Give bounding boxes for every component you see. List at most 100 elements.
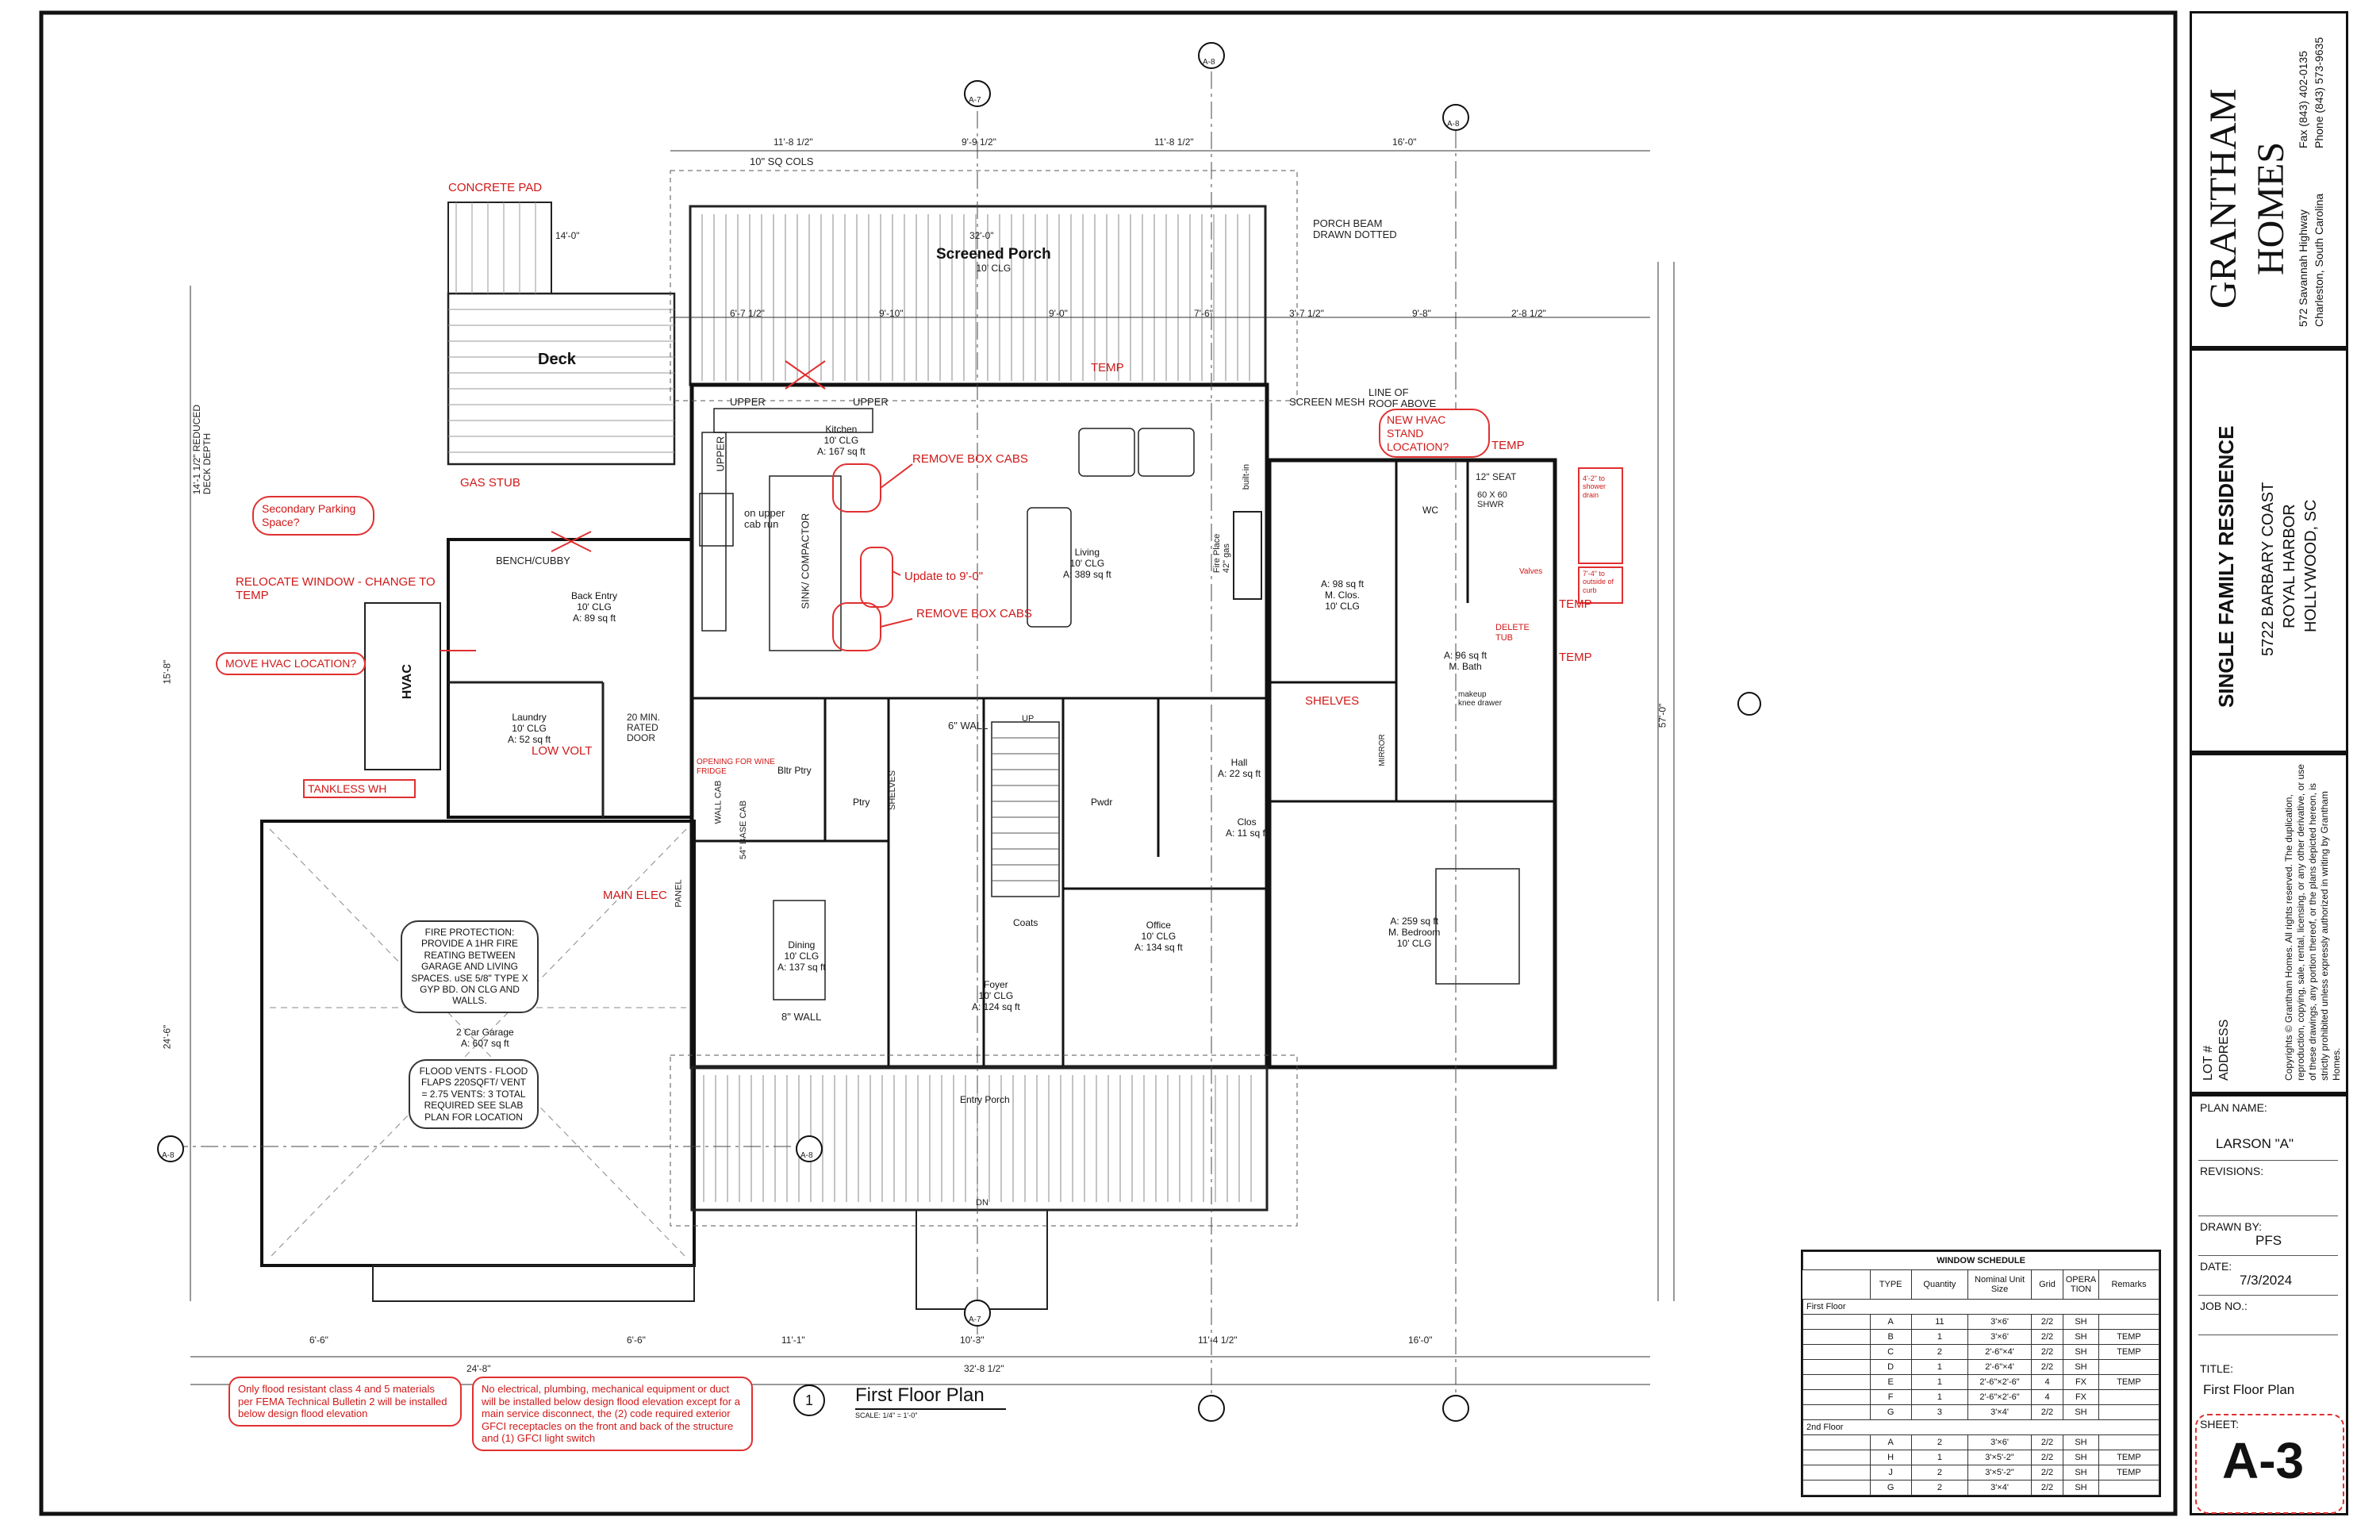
redline-temp-2: TEMP	[1491, 439, 1525, 452]
m-clos-area: A: 98 sq ft	[1321, 578, 1365, 590]
back-entry-clg: 10' CLG	[577, 601, 612, 613]
label-on-upper: on upper cab run	[744, 507, 785, 531]
ws-header-type: TYPE	[1869, 1269, 1912, 1300]
redline-temp-4: TEMP	[1559, 651, 1592, 664]
plan-name-value: LARSON "A"	[2216, 1136, 2294, 1151]
redline-shower-drain: 4'-2" to shower drain	[1583, 474, 1606, 499]
redline-valves: Valves	[1519, 567, 1543, 576]
label-shwr: 60 X 60 SHWR	[1477, 490, 1507, 510]
ws-cell: 2'-6"×2'-6"	[1967, 1389, 2033, 1405]
m-bedroom-clg: 10' CLG	[1396, 937, 1432, 949]
company-address-1: 572 Savannah Highway	[2297, 209, 2309, 327]
living-clg: 10' CLG	[1069, 557, 1105, 569]
front-stairs	[916, 1209, 1048, 1310]
m-bedroom-name: M. Bedroom	[1388, 926, 1441, 938]
plan-name-label: PLAN NAME:	[2200, 1101, 2267, 1114]
stair-run	[991, 721, 1060, 897]
room-clos: Clos A: 11 sq ft	[1226, 816, 1268, 839]
ws-cell: SH	[2062, 1404, 2099, 1420]
laundry-clg: 10' CLG	[512, 722, 547, 734]
ws-cell: 2/2	[2031, 1329, 2063, 1345]
ws-header-size: Nominal Unit Size	[1967, 1269, 2033, 1300]
ws-cell: 11	[1910, 1314, 1969, 1330]
dim-left-1: 15'-8"	[161, 659, 173, 685]
company-box: GRANTHAM HOMES 572 Savannah Highway Char…	[2190, 11, 2348, 348]
ws-cell: 3'×6'	[1967, 1434, 2033, 1450]
window-schedule-title: WINDOW SCHEDULE	[1802, 1251, 2159, 1270]
bed	[1435, 868, 1520, 985]
copyright-notice: Copyrights © Grantham Homes. All rights …	[2283, 764, 2342, 1081]
garage-name: 2 Car Garage	[456, 1027, 514, 1038]
ws-cell	[2098, 1389, 2160, 1405]
ws-cell: FX	[2062, 1389, 2099, 1405]
clos-name: Clos	[1237, 816, 1257, 828]
label-wall-cab: WALL CAB	[713, 780, 724, 824]
range	[699, 493, 734, 547]
dim-bottom-3: 11'-1"	[781, 1335, 805, 1346]
garage-area: A: 607 sq ft	[461, 1037, 509, 1049]
label-eight-wall: 8" WALL	[781, 1011, 822, 1023]
room-wc: WC	[1422, 505, 1438, 517]
foyer-area: A: 124 sq ft	[972, 1000, 1020, 1012]
label-shelves: SHELVES	[887, 770, 897, 811]
label-up: UP	[1022, 714, 1035, 724]
hall-area: A: 22 sq ft	[1218, 767, 1261, 779]
redline-relocate-window: RELOCATE WINDOW - CHANGE TO TEMP	[236, 575, 436, 603]
ws-indent	[1802, 1465, 1871, 1480]
note-flood-vents: FLOOD VENTS - FLOOD FLAPS 220SQFT/ VENT …	[409, 1059, 539, 1129]
divider	[2198, 1295, 2338, 1296]
dim-deck-width: 14'-0"	[555, 230, 580, 241]
ws-cell: D	[1869, 1359, 1912, 1375]
project-address-3: HOLLYWOOD, SC	[2302, 499, 2320, 632]
entry-porch-outline	[690, 1066, 1269, 1212]
job-no-label: JOB NO.:	[2200, 1300, 2248, 1312]
label-fireplace: Fire Place 42" gas	[1211, 533, 1231, 574]
dim-top-2: 9'-9 1/2"	[962, 136, 996, 148]
deck-name: Deck	[538, 351, 576, 368]
redline-delete-tub: DELETE TUB	[1495, 623, 1530, 643]
label-reduced-deck: 14'-1 1/2" REDUCED DECK DEPTH	[190, 404, 213, 495]
ws-cell: SH	[2062, 1465, 2099, 1480]
project-address-1: 5722 BARBARY COAST	[2259, 482, 2277, 656]
ws-indent	[1802, 1344, 1871, 1360]
sheet-cloud	[2195, 1414, 2344, 1514]
redline-concrete-pad: CONCRETE PAD	[448, 181, 543, 194]
ws-cell: 1	[1910, 1359, 1969, 1375]
ws-cell: B	[1869, 1329, 1912, 1345]
room-m-bath: A: 96 sq ft M. Bath	[1444, 650, 1487, 673]
kitchen-name: Kitchen	[825, 424, 858, 435]
ws-cell: 1	[1910, 1389, 1969, 1405]
sheet-label: SHEET:	[2200, 1418, 2240, 1431]
room-screened-porch: Screened Porch 10' CLG	[936, 246, 1051, 275]
company-phone: Phone (843) 573-9635	[2313, 36, 2325, 148]
kitchen-side-cabs	[701, 432, 727, 632]
ws-cell: 1	[1910, 1329, 1969, 1345]
redline-tankless: TANKLESS WH	[303, 779, 416, 799]
ws-cell: SH	[2062, 1344, 2099, 1360]
label-upper-3: UPPER	[714, 436, 727, 472]
redline-temp-1: TEMP	[1091, 361, 1124, 374]
label-dn: DN	[976, 1198, 988, 1208]
note-fire-protection: FIRE PROTECTION: PROVIDE A 1HR FIRE REAT…	[401, 920, 539, 1013]
ws-cell: C	[1869, 1344, 1912, 1360]
dim-bottom-4: 10'-3"	[960, 1335, 985, 1346]
ws-cell	[2098, 1404, 2160, 1420]
ws-cell: G	[1869, 1480, 1912, 1496]
chair-2	[1138, 428, 1195, 477]
redline-update	[860, 547, 893, 608]
ws-cell: 2'-6"×2'-6"	[1967, 1374, 2033, 1390]
m-clos-name: M. Clos.	[1325, 589, 1361, 601]
m-clos-clg: 10' CLG	[1325, 600, 1360, 612]
deck-outline	[447, 292, 676, 466]
foyer-clg: 10' CLG	[978, 989, 1014, 1001]
room-back-entry: Back Entry 10' CLG A: 89 sq ft	[571, 590, 618, 624]
back-entry-name: Back Entry	[571, 590, 618, 601]
room-m-clos: A: 98 sq ft M. Clos. 10' CLG	[1321, 578, 1365, 612]
ws-cell: TEMP	[2098, 1329, 2160, 1345]
divider	[2198, 1255, 2338, 1256]
dim-top-1: 11'-8 1/2"	[774, 136, 813, 148]
